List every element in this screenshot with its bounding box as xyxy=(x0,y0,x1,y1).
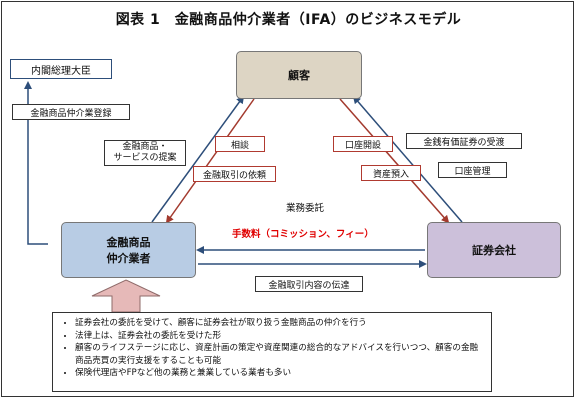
notes-list: 証券会社の委託を受けて、顧客に証券会社が取り扱う金融商品の仲介を行う 法律上は、… xyxy=(61,317,485,380)
notes-box: 証券会社の委託を受けて、顧客に証券会社が取り扱う金融商品の仲介を行う 法律上は、… xyxy=(52,312,492,392)
fees-label: 手数料（コミッション、フィー） xyxy=(232,229,374,240)
regulator-label: 内閣総理大臣 xyxy=(31,65,91,77)
business-delegation-label: 業務委託 xyxy=(286,203,325,214)
registration-label: 金融商品仲介業登録 xyxy=(12,104,130,120)
securities-custody-label: 金銭有価証券の受渡 xyxy=(406,133,522,149)
note-item: 顧客のライフステージに応じ、資産計画の策定や資産関連の総合的なアドバイスを行いつ… xyxy=(75,342,485,367)
customer-label: 顧客 xyxy=(288,69,310,82)
arrow-proposal xyxy=(151,95,245,223)
trade-request-label: 金融取引の依頼 xyxy=(193,166,276,182)
arrow-consultation xyxy=(165,98,255,224)
regulator-node: 内閣総理大臣 xyxy=(10,59,112,79)
arrow-securities-to-customer xyxy=(352,95,463,223)
securities-node: 証券会社 xyxy=(427,222,561,278)
up-arrow xyxy=(91,279,161,313)
proposal-label-line2: サービスの提案 xyxy=(113,153,177,163)
ifa-node: 金融商品 仲介業者 xyxy=(61,222,196,278)
proposal-label-line1: 金融商品・ xyxy=(122,142,168,152)
arrow-account-opening xyxy=(339,98,450,224)
account-management-label: 口座管理 xyxy=(438,162,507,178)
arrow-registration xyxy=(24,81,48,245)
transaction-info-label: 金融取引内容の伝達 xyxy=(255,276,363,292)
customer-node: 顧客 xyxy=(236,51,362,99)
securities-label: 証券会社 xyxy=(472,244,516,257)
ifa-label-line1: 金融商品 xyxy=(106,236,151,249)
asset-deposit-label: 資産預入 xyxy=(361,165,421,181)
note-item: 証券会社の委託を受けて、顧客に証券会社が取り扱う金融商品の仲介を行う xyxy=(75,317,485,330)
ifa-label-line2: 仲介業者 xyxy=(106,252,151,265)
note-item: 保険代理店やFPなど他の業務と兼業している業者も多い xyxy=(75,367,485,380)
note-item: 法律上は、証券会社の委託を受けた形 xyxy=(75,330,485,343)
proposal-label: 金融商品・ サービスの提案 xyxy=(104,140,186,166)
account-opening-label: 口座開設 xyxy=(333,136,393,152)
consultation-label: 相談 xyxy=(215,136,265,152)
diagram-title: 図表 1 金融商品仲介業者（IFA）のビジネスモデル xyxy=(115,12,462,28)
